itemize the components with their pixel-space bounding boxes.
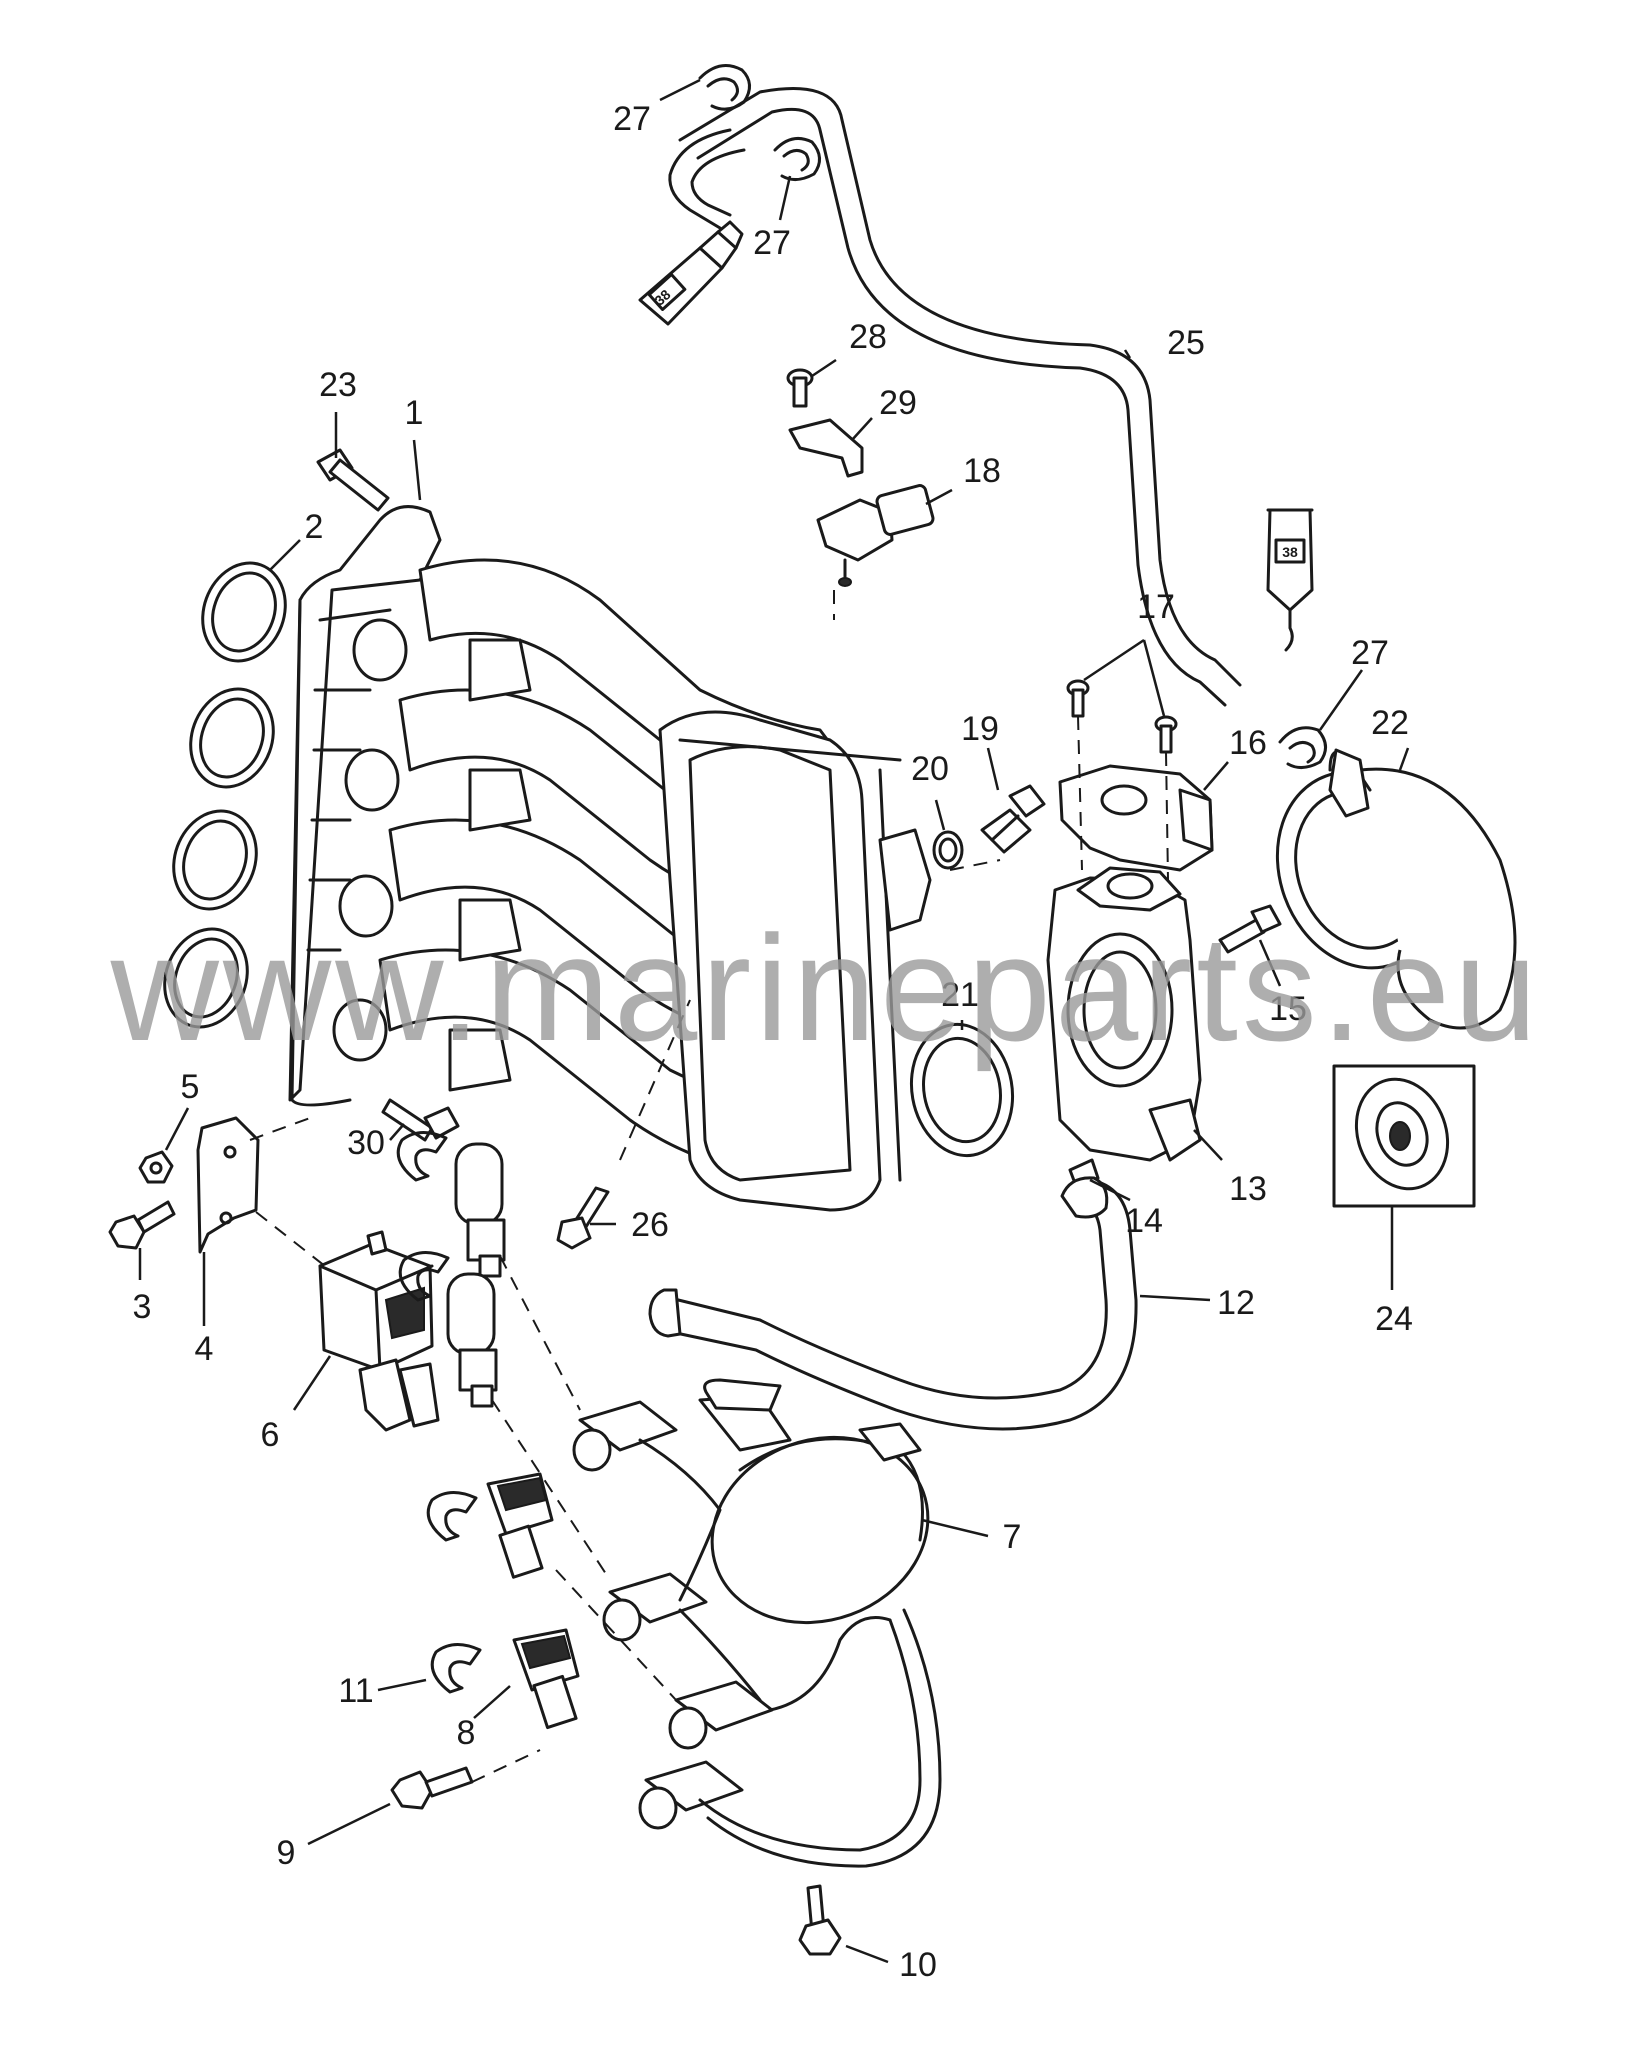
part-21-gasket[interactable] (901, 1016, 1022, 1163)
part-7-fuel-rail-harness[interactable] (572, 1378, 954, 1868)
callout-28: 28 (849, 318, 887, 356)
callout-20: 20 (911, 750, 949, 788)
callout-15: 15 (1269, 990, 1307, 1028)
part-17-screw-left[interactable] (1066, 679, 1090, 718)
callout-29: 29 (879, 384, 917, 422)
part-2-gasket-1[interactable] (189, 551, 298, 672)
callout-26: 26 (631, 1206, 669, 1244)
part-22-intake-elbow[interactable] (1251, 748, 1517, 1030)
part-27-hose-clamp-right[interactable] (1278, 726, 1327, 769)
part-8-injector-4[interactable] (512, 1628, 580, 1730)
part-16-sensor[interactable] (1058, 764, 1214, 872)
part-13-throttle-body[interactable] (1046, 866, 1202, 1162)
callout-22: 22 (1371, 704, 1409, 742)
sealant-tube-top: 38 (638, 220, 744, 326)
part-12-hose[interactable] (648, 1176, 1138, 1431)
part-9-bolt[interactable] (390, 1766, 474, 1810)
part-17-screw-right[interactable] (1154, 715, 1178, 754)
part-11-clip-2[interactable] (398, 1251, 450, 1302)
part-24-inset-box[interactable] (1332, 1064, 1476, 1208)
part-27-hose-clamp-top[interactable] (698, 64, 751, 111)
callout-17: 17 (1137, 588, 1175, 626)
callout-27-top: 27 (613, 100, 651, 138)
part-18-sensor[interactable] (816, 484, 935, 587)
part-26-bolt[interactable] (556, 1186, 610, 1250)
callout-14: 14 (1125, 1202, 1163, 1240)
callout-12: 12 (1217, 1284, 1255, 1322)
callout-8: 8 (457, 1714, 476, 1752)
part-23-bolt[interactable] (316, 448, 390, 512)
callout-27-middle: 27 (753, 224, 791, 262)
part-3-bolt[interactable] (108, 1200, 176, 1250)
watermark: www.marineparts.eu (110, 904, 1542, 1072)
callout-leader-lines (138, 78, 1410, 1964)
callout-27-right: 27 (1351, 634, 1389, 672)
callout-4: 4 (195, 1330, 214, 1368)
callout-9: 9 (277, 1834, 296, 1872)
part-6-valve[interactable] (318, 1230, 440, 1432)
callout-5: 5 (181, 1068, 200, 1106)
part-4-bracket[interactable] (196, 1116, 260, 1254)
callout-16: 16 (1229, 724, 1267, 762)
part-15-bolt[interactable] (1218, 904, 1282, 954)
part-27-hose-elbow[interactable] (668, 128, 746, 230)
callout-11: 11 (338, 1672, 373, 1710)
callout-10: 10 (899, 1946, 937, 1984)
part-11-clip-1[interactable] (396, 1131, 448, 1182)
part-5-nut[interactable] (138, 1150, 174, 1184)
callout-2: 2 (305, 508, 324, 546)
part-1-intake-manifold[interactable] (288, 505, 932, 1212)
callout-6: 6 (261, 1416, 280, 1454)
part-30-bolt[interactable] (381, 1098, 460, 1142)
part-8-injector-2[interactable] (446, 1272, 498, 1408)
sealant-tube-right-label: 38 (1282, 544, 1298, 560)
part-2-gasket-2[interactable] (177, 677, 286, 798)
callout-7: 7 (1003, 1518, 1022, 1556)
callout-13: 13 (1229, 1170, 1267, 1208)
sealant-tube-right: 38 (1266, 508, 1314, 652)
part-29-bracket[interactable] (788, 418, 864, 478)
part-10-bolt[interactable] (798, 1884, 842, 1956)
assembly-dashed-lines (249, 590, 1169, 1783)
part-2-gasket-4[interactable] (151, 917, 260, 1038)
callout-24: 24 (1375, 1300, 1413, 1338)
callout-19: 19 (961, 710, 999, 748)
callout-labels: 27 27 23 1 2 28 29 18 25 17 16 27 22 19 … (133, 100, 1413, 1984)
part-25-breather-hose[interactable] (678, 87, 1242, 707)
part-2-gasket-3[interactable] (160, 799, 269, 920)
callout-25: 25 (1167, 324, 1205, 362)
part-20-o-ring[interactable] (932, 830, 964, 870)
part-19-sensor[interactable] (980, 784, 1046, 854)
part-27-hose-clamp-middle[interactable] (773, 136, 821, 181)
callout-18: 18 (963, 452, 1001, 490)
part-28-screw[interactable] (786, 368, 814, 408)
part-8-injector-3[interactable] (486, 1472, 554, 1579)
part-8-injector-1[interactable] (454, 1142, 506, 1278)
part-11-clip-4[interactable] (430, 1643, 482, 1694)
callout-3: 3 (133, 1288, 152, 1326)
callout-23: 23 (319, 366, 357, 404)
callout-30: 30 (347, 1124, 385, 1162)
callout-1: 1 (405, 394, 424, 432)
callout-21: 21 (941, 976, 979, 1014)
part-11-clip-3[interactable] (426, 1491, 478, 1542)
